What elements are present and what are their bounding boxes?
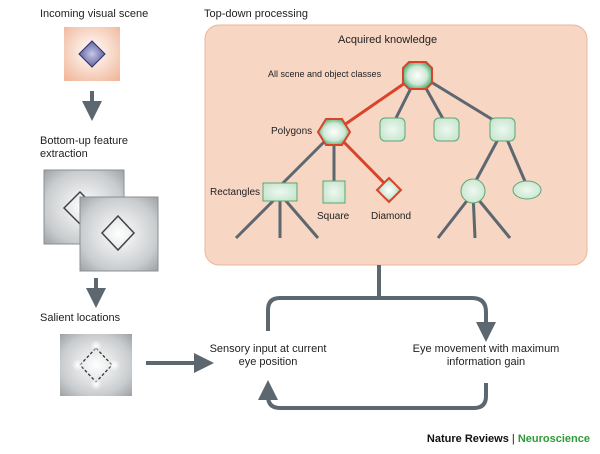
diamond-icon [78, 40, 106, 68]
node-root-label: All scene and object classes [268, 69, 382, 79]
bottom-up-label: Bottom-up feature extraction [40, 135, 129, 160]
node-class-c [489, 117, 516, 142]
node-class-b [433, 117, 460, 142]
node-rectangles [262, 182, 298, 202]
node-square-label: Square [317, 211, 350, 222]
node-polygons [316, 118, 352, 146]
node-rectangles-label: Rectangles [210, 187, 261, 198]
node-circle [460, 178, 486, 204]
salient-locations-map [60, 334, 132, 396]
node-ellipse [512, 180, 542, 200]
loop-top-path [266, 296, 496, 342]
node-root [402, 61, 433, 90]
journal-name: Nature Reviews [426, 433, 509, 445]
node-class-a [379, 117, 406, 142]
top-down-header: Top-down processing [204, 8, 308, 20]
acquired-knowledge-panel [204, 24, 588, 266]
node-square [322, 180, 346, 204]
loop-bottom-path [258, 380, 488, 410]
incoming-scene-label: Incoming visual scene [40, 8, 149, 20]
credit-separator: | [508, 433, 518, 445]
journal-section: Neuroscience [517, 433, 590, 445]
node-diamond [375, 176, 403, 204]
feature-map-front [79, 196, 159, 272]
acquired-knowledge-title: Acquired knowledge [338, 34, 438, 46]
journal-credit: Nature Reviews | Neuroscience [427, 433, 590, 445]
eye-movement-label: Eye movement with maximum information ga… [412, 343, 560, 368]
node-diamond-label: Diamond [371, 211, 412, 222]
salient-locations-label: Salient locations [40, 312, 121, 324]
sensory-input-label: Sensory input at current eye position [209, 343, 327, 368]
node-polygons-label: Polygons [271, 126, 313, 137]
